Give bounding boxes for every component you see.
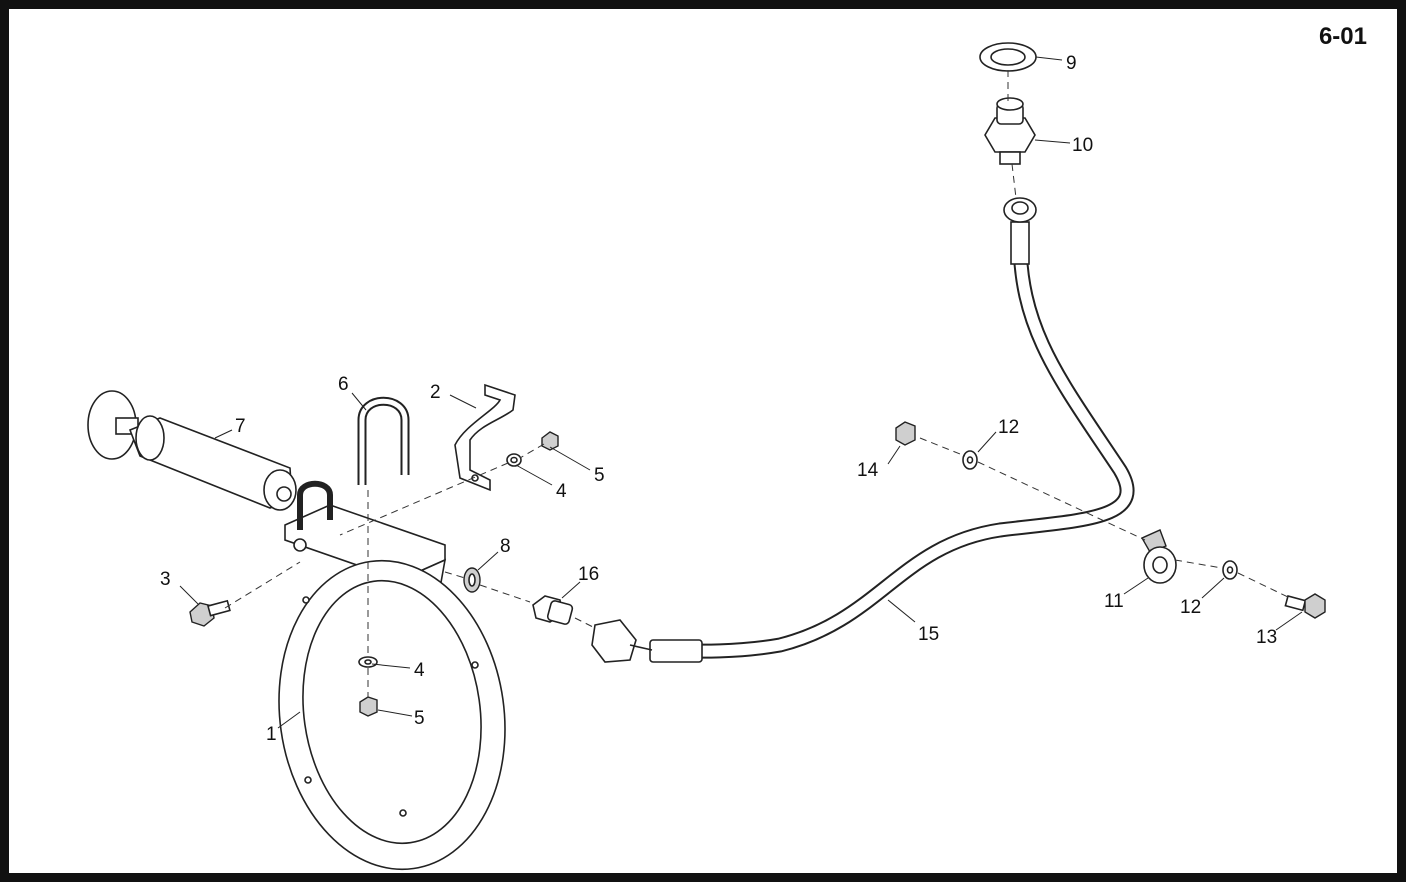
nut-right (895, 421, 916, 446)
clamp-bracket (454, 383, 516, 492)
callout-11: 11 (1104, 591, 1124, 612)
bolt-left (189, 599, 231, 627)
callout-1: 1 (266, 724, 277, 745)
seal-ring (979, 42, 1037, 72)
callout-14: 14 (857, 460, 879, 481)
washer-upper (506, 453, 522, 467)
elbow-fitting (532, 595, 574, 625)
hose-ferrule-top (1010, 221, 1030, 265)
bolt-right (1284, 593, 1326, 619)
callout-labels: 1 2 3 4 5 6 7 8 9 10 11 12 13 14 15 16 4… (160, 53, 1277, 745)
callout-6: 6 (338, 374, 349, 395)
leader-lines (179, 56, 1303, 729)
callout-3: 3 (160, 569, 171, 590)
washer-right-upper (962, 450, 978, 470)
callout-12-lower: 12 (1180, 597, 1201, 618)
u-bolt (357, 396, 410, 485)
callout-16: 16 (578, 564, 599, 585)
hose-nut-bottom (591, 619, 637, 663)
washer-lower (358, 656, 378, 668)
callout-4-lower: 4 (414, 660, 425, 681)
callout-12-upper: 12 (998, 417, 1019, 438)
sheet-id: 6-01 (1318, 23, 1367, 50)
washer-right-lower (1222, 560, 1238, 580)
o-ring (463, 567, 481, 593)
adapter-fitting (984, 97, 1036, 165)
nut-lower (359, 696, 378, 717)
callout-9: 9 (1066, 53, 1077, 74)
cylinder (87, 390, 297, 511)
assembly-lines (224, 70, 1291, 698)
callout-13: 13 (1256, 627, 1277, 648)
callout-10: 10 (1072, 135, 1093, 156)
callout-15: 15 (918, 624, 939, 645)
callout-8: 8 (500, 536, 511, 557)
callout-2: 2 (430, 382, 441, 403)
hose-assembly (591, 197, 1135, 663)
callout-5-upper: 5 (594, 465, 605, 486)
hose-clamp (1141, 529, 1177, 584)
flange-gasket (278, 559, 506, 871)
callout-4-upper: 4 (556, 481, 567, 502)
nut-upper (541, 431, 559, 451)
callout-7: 7 (235, 416, 246, 437)
hose-ferrule-bottom (649, 639, 703, 663)
callout-5-lower: 5 (414, 708, 425, 729)
